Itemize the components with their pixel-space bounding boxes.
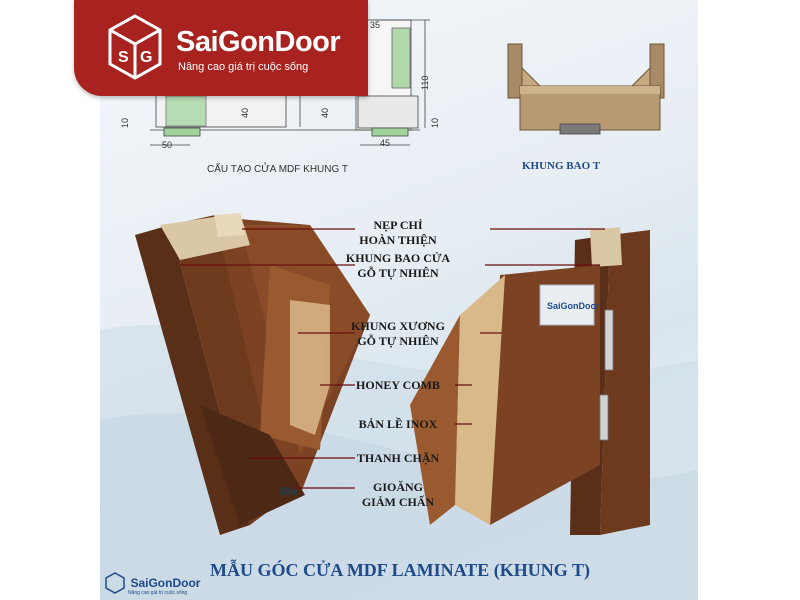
footer-brand: SaiGonDoor — [130, 576, 201, 590]
callout-thanh-chan: THANH CHẶN — [340, 451, 456, 466]
door-plate-label: SaiGonDoor — [547, 301, 600, 311]
dim-40-b: 40 — [320, 108, 330, 118]
callout-line1: NẸP CHỈ — [373, 218, 423, 232]
left-door-sample — [135, 213, 370, 535]
brand-badge — [74, 0, 368, 96]
cube-logo-icon: S G — [108, 14, 162, 80]
dim-35: 35 — [370, 20, 380, 30]
door-plate — [539, 284, 595, 326]
callout-line1: KHUNG BAO CỬA — [345, 251, 451, 265]
dim-10-a: 10 — [120, 118, 130, 128]
dim-10-b: 10 — [430, 118, 440, 128]
dim-45: 45 — [380, 138, 390, 148]
svg-text:G: G — [140, 49, 152, 66]
callout-line1: BẢN LỀ INOX — [358, 417, 438, 431]
callout-line2: GIẢM CHẤN — [361, 495, 435, 509]
callout-nep-chi: NẸP CHỈ HOÀN THIỆN — [348, 218, 448, 248]
footer-slogan: Nâng cao giá trị cuộc sống — [128, 590, 188, 596]
dim-40-a: 40 — [240, 108, 250, 118]
frame-caption: KHUNG BAO T — [522, 160, 601, 172]
callout-line1: KHUNG XƯƠNG — [351, 319, 445, 333]
right-door-sample: SaiGonDoor — [410, 227, 650, 535]
footer-logo: SaiGonDoor Nâng cao giá trị cuộc sống — [104, 572, 200, 596]
brand-name: SaiGonDoor — [176, 26, 341, 58]
callout-line2: GỖ TỰ NHIÊN — [357, 334, 439, 348]
svg-text:S: S — [118, 49, 129, 66]
brand-slogan: Nâng cao giá trị cuộc sống — [178, 61, 309, 73]
callout-honey-comb: HONEY COMB — [340, 378, 456, 393]
drawing-caption: CẤU TẠO CỬA MDF KHUNG T — [207, 164, 348, 175]
callout-khung-xuong: KHUNG XƯƠNG GỖ TỰ NHIÊN — [340, 319, 456, 349]
frame-photo — [507, 43, 665, 135]
callout-khung-bao: KHUNG BAO CỬA GỖ TỰ NHIÊN — [340, 251, 456, 281]
dim-50: 50 — [162, 140, 172, 150]
page-title: MẪU GÓC CỬA MDF LAMINATE (KHUNG T) — [210, 560, 590, 580]
callout-line1: THANH CHẶN — [356, 451, 440, 465]
callout-gioang: GIOĂNG GIẢM CHẤN — [340, 480, 456, 510]
callout-line1: GIOĂNG — [372, 480, 423, 494]
door-corner-illustration: SaiGonDoor — [135, 213, 650, 535]
callout-line1: HONEY COMB — [356, 378, 440, 392]
callout-ban-le: BẢN LỀ INOX — [340, 417, 456, 432]
callout-line2: GỖ TỰ NHIÊN — [357, 266, 439, 280]
cube-logo-icon — [105, 572, 125, 594]
dim-110: 110 — [420, 76, 430, 90]
callout-line2: HOÀN THIỆN — [359, 233, 437, 247]
